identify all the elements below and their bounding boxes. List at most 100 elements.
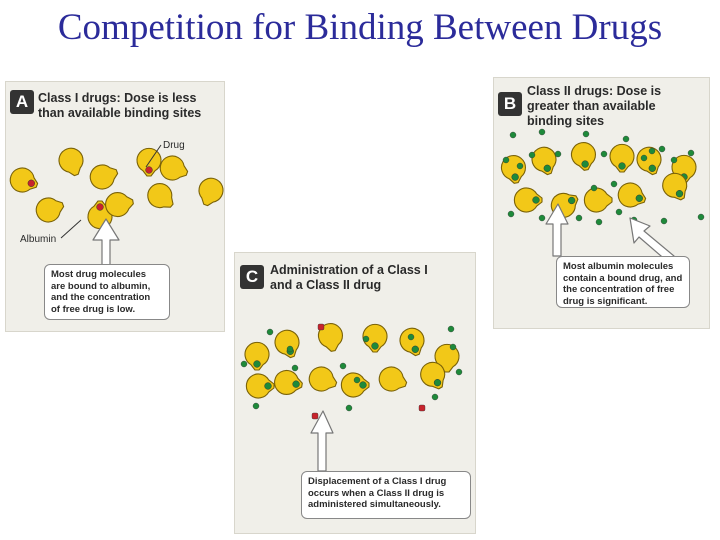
bound-class-ii-drug	[264, 382, 272, 390]
free-class-ii-drug	[240, 360, 248, 368]
panel-a: A Class I drugs: Dose is less than avail…	[5, 81, 225, 332]
drug-leader-line	[145, 144, 162, 168]
free-class-ii-drug	[252, 402, 260, 410]
albumin-molecule	[399, 327, 425, 357]
albumin-shape	[531, 146, 557, 176]
albumin-molecule	[274, 369, 303, 395]
albumin-shape	[274, 329, 300, 359]
bound-class-ii-drug	[253, 360, 261, 368]
free-class-ii-drug	[353, 376, 361, 384]
panel-c-callout-line: Displacement of a Class I drug	[308, 476, 447, 487]
albumin-shape	[609, 143, 635, 173]
albumin-shape	[308, 366, 338, 392]
free-class-ii-drug	[407, 333, 415, 341]
albumin-shape	[583, 187, 613, 213]
albumin-molecule	[244, 341, 270, 371]
free-class-ii-drug	[590, 184, 598, 192]
free-class-ii-drug	[507, 210, 515, 218]
albumin-molecule	[570, 142, 596, 171]
panel-b-callout-line: drug is significant.	[563, 295, 648, 307]
free-class-ii-drug	[622, 135, 630, 143]
panel-c-callout-line: administered simultaneously.	[308, 499, 441, 510]
free-class-ii-drug	[640, 154, 648, 162]
bound-class-ii-drug	[675, 190, 684, 198]
albumin-molecule	[308, 366, 338, 392]
bound-class-ii-drug	[411, 345, 419, 353]
albumin-shape	[9, 167, 39, 193]
free-class-i-drug	[311, 412, 319, 420]
panel-c-badge: C	[240, 265, 264, 289]
panel-a-heading: Class I drugs: Dose is less than availab…	[38, 91, 201, 121]
panel-b-callout-line: Most albumin molecules	[563, 261, 674, 272]
panel-c-heading: Administration of a Class I and a Class …	[270, 263, 428, 293]
slide-title: Competition for Binding Between Drugs	[57, 7, 663, 48]
albumin-molecule	[105, 192, 134, 218]
bound-class-ii-drug	[371, 342, 379, 350]
free-class-ii-drug	[648, 147, 656, 155]
albumin-leader-line	[60, 219, 82, 239]
panel-a-heading-line: Class I drugs: Dose is less	[38, 91, 197, 105]
panel-c-heading-line: and a Class II drug	[270, 278, 382, 292]
free-class-ii-drug	[595, 218, 603, 226]
bound-class-i-drug	[96, 203, 104, 211]
free-class-ii-drug	[600, 150, 608, 158]
bound-class-ii-drug	[635, 194, 643, 202]
free-class-ii-drug	[660, 217, 668, 225]
free-class-ii-drug	[538, 128, 546, 136]
bound-class-ii-drug	[648, 164, 656, 172]
albumin-shape	[198, 177, 224, 207]
panel-a-callout-line: are bound to albumin,	[51, 280, 151, 292]
panel-b-heading: Class II drugs: Dose is greater than ava…	[527, 84, 661, 129]
panel-b-heading-line: greater than available	[527, 99, 656, 113]
bound-class-ii-drug	[568, 196, 576, 205]
free-class-i-drug	[418, 404, 426, 412]
free-class-ii-drug	[455, 368, 463, 376]
free-class-ii-drug	[575, 214, 583, 222]
albumin-molecule	[147, 183, 174, 209]
albumin-shape	[244, 341, 270, 371]
albumin-shape	[340, 372, 370, 398]
bound-class-i-drug	[27, 179, 35, 187]
bound-class-ii-drug	[292, 380, 300, 388]
free-class-ii-drug	[528, 151, 536, 159]
albumin-molecule	[583, 187, 613, 213]
panel-c-molecule-diagram	[240, 323, 463, 472]
albumin-shape	[399, 327, 425, 357]
albumin-molecule	[159, 155, 189, 181]
free-class-ii-drug	[658, 145, 666, 153]
panel-c-heading-line: Administration of a Class I	[270, 263, 428, 277]
albumin-shape	[147, 183, 174, 209]
panel-a-callout-line: Most drug molecules	[51, 269, 147, 280]
bound-class-ii-drug	[532, 196, 540, 204]
free-class-ii-drug	[502, 156, 510, 164]
albumin-molecule	[513, 187, 543, 213]
free-class-ii-drug	[449, 343, 457, 351]
free-class-ii-drug	[339, 362, 347, 370]
albumin-shape	[105, 192, 134, 218]
panel-a-callout-line: and the concentration	[51, 292, 151, 303]
albumin-shape	[617, 182, 647, 208]
free-class-i-drug	[317, 323, 325, 331]
free-class-ii-drug	[291, 364, 299, 372]
albumin-molecule	[317, 323, 343, 352]
free-class-ii-drug	[431, 393, 439, 401]
panel-b-callout-line: contain a bound drug, and	[563, 272, 683, 284]
free-class-ii-drug	[516, 162, 524, 170]
free-class-ii-drug	[615, 208, 623, 216]
albumin-shape	[317, 323, 343, 352]
albumin-shape	[570, 142, 596, 171]
free-class-ii-drug	[697, 213, 705, 221]
albumin-molecule	[609, 143, 635, 173]
albumin-molecule	[274, 329, 300, 359]
panel-b-heading-line: binding sites	[527, 114, 605, 128]
albumin-shape	[159, 155, 189, 181]
drug-label: Drug	[163, 140, 185, 151]
panel-a-callout: Most drug molecules are bound to albumin…	[44, 264, 170, 320]
panel-c-callout-arrow	[310, 410, 334, 472]
panel-b: B Class II drugs: Dose is greater than a…	[493, 77, 710, 329]
free-class-ii-drug	[509, 131, 517, 139]
free-class-ii-drug	[538, 214, 546, 222]
albumin-molecule	[58, 147, 84, 177]
panel-a-badge: A	[10, 90, 34, 114]
albumin-shape	[378, 366, 408, 392]
